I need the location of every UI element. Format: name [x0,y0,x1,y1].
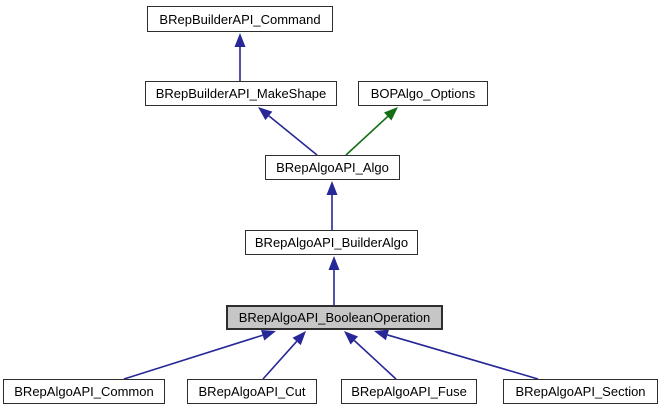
node-brepalgoapi-builderalgo[interactable]: BRepAlgoAPI_BuilderAlgo [245,230,418,255]
node-brepalgoapi-booleanoperation-current: BRepAlgoAPI_BooleanOperation [226,305,443,330]
edge-algo-to-options [345,107,398,156]
node-bopalgo-options[interactable]: BOPAlgo_Options [358,81,488,106]
edge-makeshape-to-command [234,33,246,81]
edge-algo-to-makeshape [258,107,318,156]
node-brepbuilderapi-makeshape[interactable]: BRepBuilderAPI_MakeShape [145,81,337,106]
edge-common-to-booleanoperation [123,329,276,380]
edge-section-to-booleanoperation [374,329,539,380]
edge-booleanoperation-to-builderalgo [328,256,340,305]
node-brepalgoapi-fuse[interactable]: BRepAlgoAPI_Fuse [341,379,477,404]
edge-builderalgo-to-algo [326,181,338,230]
node-brepbuilderapi-command[interactable]: BRepBuilderAPI_Command [147,6,333,32]
node-brepalgoapi-common[interactable]: BRepAlgoAPI_Common [3,379,165,404]
edge-cut-to-booleanoperation [262,331,306,380]
node-brepalgoapi-cut[interactable]: BRepAlgoAPI_Cut [187,379,317,404]
node-brepalgoapi-algo[interactable]: BRepAlgoAPI_Algo [265,155,400,180]
node-brepalgoapi-section[interactable]: BRepAlgoAPI_Section [503,379,658,404]
edge-fuse-to-booleanoperation [344,331,397,380]
